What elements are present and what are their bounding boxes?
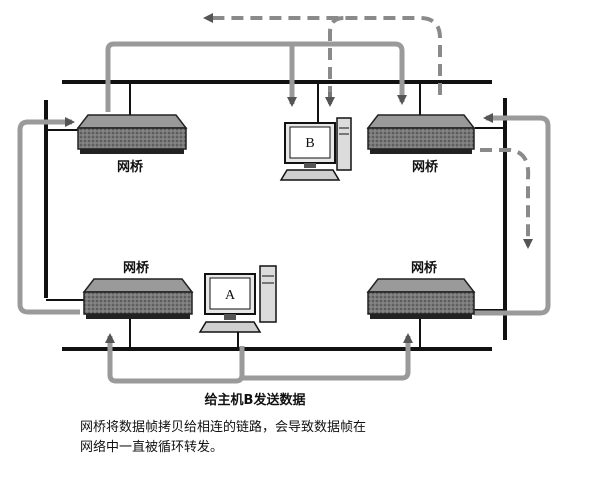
host-b-computer — [279, 117, 352, 181]
send-to-host-b-label: 给主机B发送数据 — [205, 392, 306, 408]
bridge-bottom-right — [366, 278, 476, 319]
host-a-computer — [198, 265, 277, 333]
bridge-top-right — [366, 114, 476, 154]
path-left-loop — [17, 117, 80, 315]
forwarding-paths — [17, 41, 551, 384]
host-b-label: B — [305, 136, 314, 151]
bridge-top-left — [76, 114, 188, 154]
caption-line-2: 网络中一直被循环转发。 — [80, 439, 223, 455]
host-a-label: A — [225, 288, 236, 303]
bridge-top-right-label: 网桥 — [412, 159, 439, 175]
drop-lines — [46, 82, 505, 349]
bridge-bottom-left-label: 网桥 — [123, 260, 150, 276]
path-top-bridge-link — [105, 41, 407, 112]
bridge-top-left-label: 网桥 — [117, 159, 144, 175]
bridge-bottom-right-label: 网桥 — [411, 260, 438, 276]
bridge-bottom-left — [82, 278, 194, 319]
caption-line-1: 网桥将数据帧拷贝给相连的链路，会导致数据帧在 — [80, 419, 366, 435]
path-bottom-right — [242, 333, 413, 381]
dashed-return-path — [203, 13, 533, 249]
path-right-loop — [474, 113, 551, 316]
path-bottom-send — [105, 333, 245, 384]
